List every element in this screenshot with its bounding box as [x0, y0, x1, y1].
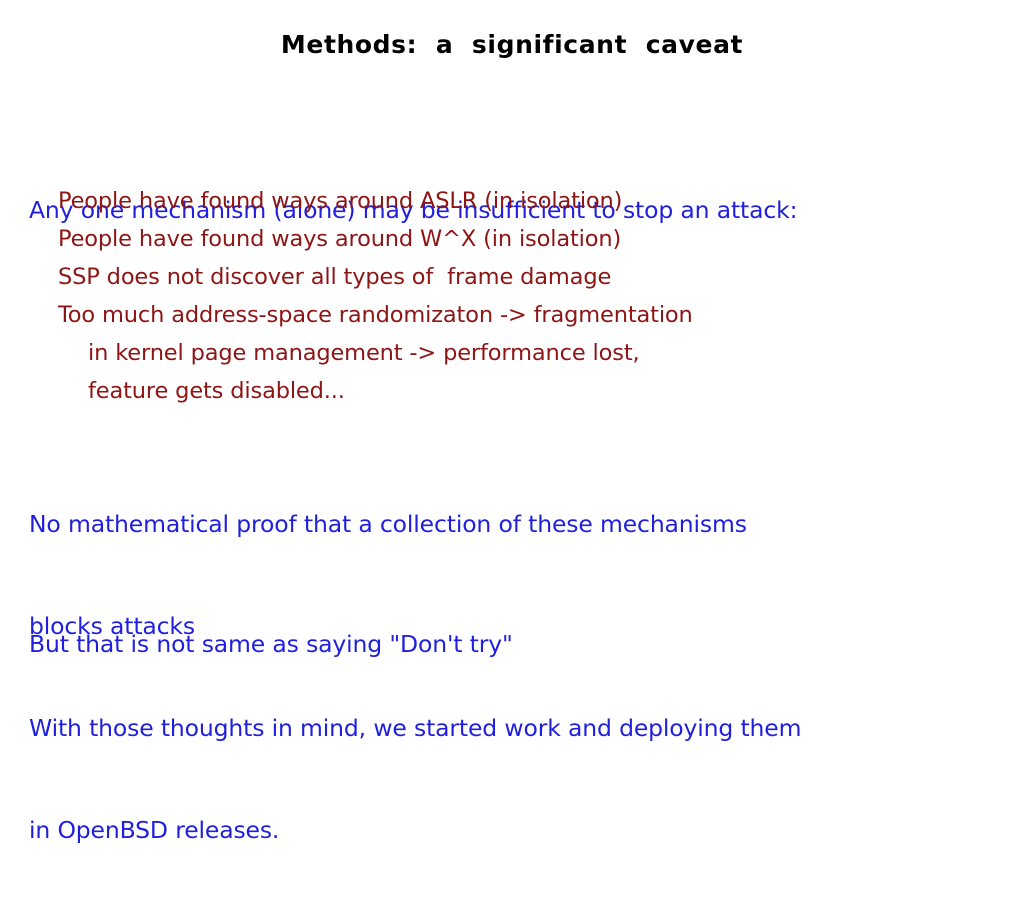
slide-canvas: Methods: a significant caveat Any one me… — [29, 30, 802, 844]
paragraph-no-proof-line-2: blocks attacks — [29, 612, 195, 640]
bullet-item-ssp: SSP does not discover all types of frame… — [58, 264, 612, 290]
paragraph-dont-try-line-1: But that is not same as saying "Don't tr… — [29, 630, 513, 658]
slide-body: Any one mechanism (alone) may be insuffi… — [29, 125, 801, 844]
bullet-item-feature-disabled: feature gets disabled... — [88, 378, 345, 404]
paragraph-dont-try: But that is not same as saying "Don't tr… — [29, 559, 513, 729]
paragraph-openbsd: With those thoughts in mind, we started … — [29, 643, 801, 915]
paragraph-intro-line-1: Any one mechanism (alone) may be insuffi… — [29, 196, 798, 224]
bullet-item-wxor: People have found ways around W^X (in is… — [58, 226, 622, 252]
bullet-list: People have found ways around ASLR (in i… — [58, 182, 693, 410]
paragraph-openbsd-line-1: With those thoughts in mind, we started … — [29, 714, 802, 742]
bullet-item-randomization: Too much address-space randomizaton -> f… — [58, 302, 693, 328]
bullet-item-aslr: People have found ways around ASLR (in i… — [58, 188, 623, 214]
paragraph-intro: Any one mechanism (alone) may be insuffi… — [29, 125, 798, 295]
paragraph-no-proof-line-1: No mathematical proof that a collection … — [29, 510, 747, 538]
bullet-item-kernel-page-management: in kernel page management -> performance… — [88, 340, 640, 366]
paragraph-openbsd-line-2: in OpenBSD releases. — [29, 816, 280, 844]
paragraph-no-proof: No mathematical proof that a collection … — [29, 439, 747, 711]
page-title: Methods: a significant caveat — [280, 30, 744, 59]
